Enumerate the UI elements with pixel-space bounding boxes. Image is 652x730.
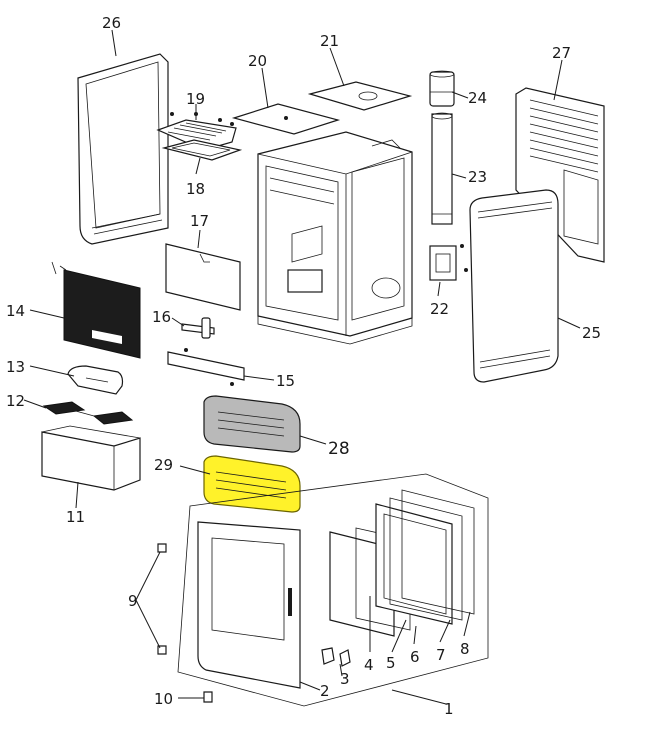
stove-body (257, 131, 413, 345)
callout-27: 27 (552, 44, 571, 62)
callout-11: 11 (66, 508, 85, 526)
callout-29: 29 (154, 456, 173, 474)
callouts: 26 19 18 20 21 24 23 27 22 25 17 14 16 1… (6, 14, 601, 718)
part-25-right-side-panel (469, 189, 559, 383)
callout-14: 14 (6, 302, 25, 320)
callout-16: 16 (152, 308, 171, 326)
part-22-connector-flange (429, 244, 468, 281)
callout-26: 26 (102, 14, 121, 32)
part-6-frame (375, 503, 453, 625)
part-8-gasket (401, 489, 475, 615)
part-15-rail (167, 348, 245, 386)
part-29-deflector-highlighted (203, 455, 301, 513)
callout-1: 1 (444, 700, 454, 718)
leader-lines (23, 29, 581, 705)
callout-2: 2 (320, 682, 330, 700)
callout-24: 24 (468, 89, 487, 107)
callout-18: 18 (186, 180, 205, 198)
part-14-front-grille (51, 261, 141, 359)
callout-13: 13 (6, 358, 25, 376)
part-18-gasket (161, 139, 243, 161)
part-3-latch (321, 647, 351, 667)
part-11-ash-box (41, 425, 141, 491)
callout-10: 10 (154, 690, 173, 708)
part-9-hinges (157, 543, 167, 655)
callout-7: 7 (436, 646, 446, 664)
part-10-clip (203, 691, 213, 703)
part-17-inner-panel (165, 243, 241, 311)
part-7-frame (389, 497, 463, 621)
part-24-pipe-elbow (429, 70, 455, 107)
callout-28: 28 (328, 439, 350, 459)
callout-6: 6 (410, 648, 420, 666)
part-26-left-side-panel (77, 53, 169, 245)
part-12-mesh-plates (42, 401, 134, 425)
callout-17: 17 (190, 212, 209, 230)
part-28-deflector-grey (203, 395, 301, 453)
part-27-rear-panel (515, 87, 605, 263)
callout-9: 9 (128, 592, 138, 610)
callout-4: 4 (364, 656, 374, 674)
part-21-top-cover (307, 81, 413, 111)
part-2-door (197, 521, 301, 689)
callout-5: 5 (386, 654, 396, 672)
callout-20: 20 (248, 52, 267, 70)
part-23-flue-pipe (431, 112, 453, 225)
callout-21: 21 (320, 32, 339, 50)
callout-15: 15 (276, 372, 295, 390)
part-16-pin (181, 317, 215, 339)
callout-23: 23 (468, 168, 487, 186)
callout-12: 12 (6, 392, 25, 410)
callout-19: 19 (186, 90, 205, 108)
callout-25: 25 (582, 324, 601, 342)
part-20-top-plate (231, 103, 341, 135)
door-assembly-outline (177, 473, 489, 707)
callout-3: 3 (340, 670, 350, 688)
part-13-tray (67, 365, 124, 395)
callout-8: 8 (460, 640, 470, 658)
callout-22: 22 (430, 300, 449, 318)
